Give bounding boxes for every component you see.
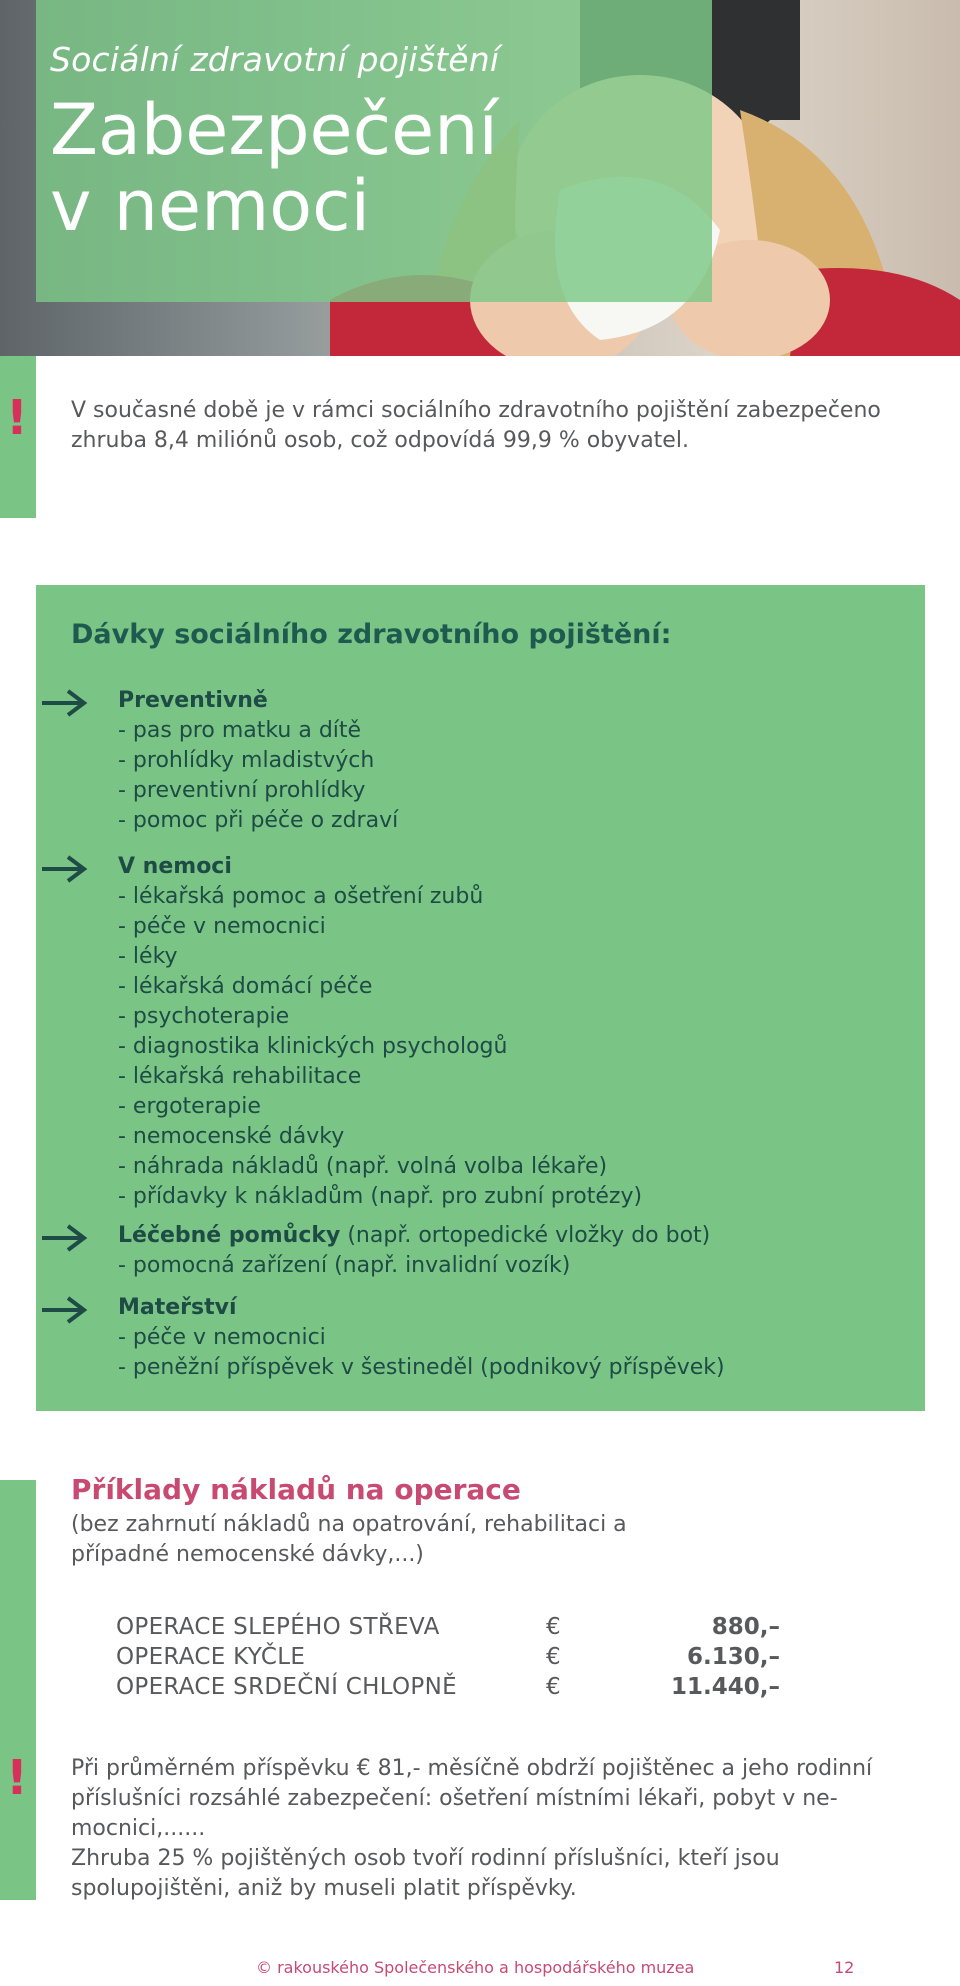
costs-subtitle: (bez zahrnutí nákladů na opatrování, reh… — [71, 1510, 671, 1570]
benefit-item: - přídavky k nákladům (např. pro zubní p… — [118, 1184, 643, 1209]
exclamation-icon: ! — [6, 390, 28, 446]
note-line: spolupojištěni, aniž by museli platit př… — [71, 1876, 577, 1901]
cost-value: 880,– — [711, 1614, 780, 1640]
benefit-item: - léky — [118, 944, 178, 969]
page-title-line-2: v nemoci — [50, 165, 371, 247]
cost-currency: € — [546, 1614, 561, 1640]
benefit-item: - peněžní příspěvek v šestineděl (podnik… — [118, 1355, 725, 1380]
note-line: mocnici,...... — [71, 1816, 206, 1841]
benefit-item: - prohlídky mladistvých — [118, 748, 375, 773]
page-title-line-1: Zabezpečení — [50, 89, 498, 171]
arrow-right-icon — [42, 1224, 88, 1252]
cost-currency: € — [546, 1644, 561, 1670]
benefit-item: - nemocenské dávky — [118, 1124, 345, 1149]
note-line: příslušníci rozsáhlé zabezpečení: ošetře… — [71, 1786, 838, 1811]
benefit-item: - péče v nemocnici — [118, 1325, 326, 1350]
cost-value: 6.130,– — [687, 1644, 780, 1670]
costs-bar — [0, 1480, 36, 1900]
cost-name: OPERACE SRDEČNÍ CHLOPNĚ — [116, 1674, 457, 1700]
cost-currency: € — [546, 1674, 561, 1700]
benefit-heading: V nemoci — [118, 854, 232, 879]
arrow-right-icon — [42, 689, 88, 717]
note-line: Při průměrném příspěvku € 81,- měsíčně o… — [71, 1756, 873, 1781]
benefit-item: - diagnostika klinických psychologů — [118, 1034, 508, 1059]
benefit-list: Mateřství - péče v nemocnici - peněžní p… — [118, 1293, 725, 1383]
benefit-item: - psychoterapie — [118, 1004, 290, 1029]
hero-banner: Sociální zdravotní pojištění Zabezpečení… — [0, 0, 960, 356]
note-line: V současné době je v rámci sociálního zd… — [71, 398, 881, 423]
arrow-right-icon — [42, 855, 88, 883]
benefit-item: - pomocná zařízení (např. invalidní vozí… — [118, 1253, 571, 1278]
exclamation-icon: ! — [6, 1750, 28, 1806]
note-text: V současné době je v rámci sociálního zd… — [71, 396, 881, 456]
benefit-list: V nemoci - lékařská pomoc a ošetření zub… — [118, 852, 642, 1212]
benefit-item: - pas pro matku a dítě — [118, 718, 362, 743]
benefit-heading: Preventivně — [118, 688, 268, 713]
benefits-title: Dávky sociálního zdravotního pojištění: — [71, 619, 672, 650]
benefit-item: - preventivní prohlídky — [118, 778, 366, 803]
footer-copyright: © rakouského Společenského a hospodářské… — [256, 1958, 695, 1977]
page-subtitle: Sociální zdravotní pojištění — [50, 40, 500, 79]
benefit-item: - lékařská pomoc a ošetření zubů — [118, 884, 484, 909]
cost-name: OPERACE KYČLE — [116, 1644, 306, 1670]
costs-subtitle-line: (bez zahrnutí nákladů na opatrování, reh… — [71, 1512, 627, 1537]
benefit-heading-line: Léčebné pomůcky (např. ortopedické vložk… — [118, 1221, 710, 1251]
benefit-heading: Mateřství — [118, 1295, 237, 1320]
cost-name: OPERACE SLEPÉHO STŘEVA — [116, 1614, 440, 1640]
arrow-right-icon — [42, 1296, 88, 1324]
benefit-list: Preventivně - pas pro matku a dítě - pro… — [118, 686, 398, 836]
benefit-item: - péče v nemocnici — [118, 914, 326, 939]
page-title: Zabezpečení v nemoci — [50, 92, 498, 244]
note-line: zhruba 8,4 miliónů osob, což odpovídá 99… — [71, 428, 689, 453]
benefit-item: - ergoterapie — [118, 1094, 261, 1119]
benefit-item: - náhrada nákladů (např. volná volba lék… — [118, 1154, 608, 1179]
note-bar — [0, 356, 36, 518]
benefits-box: Dávky sociálního zdravotního pojištění: … — [36, 585, 925, 1411]
costs-title: Příklady nákladů na operace — [71, 1473, 521, 1506]
benefit-list: Léčebné pomůcky (např. ortopedické vložk… — [118, 1221, 710, 1281]
note-line: Zhruba 25 % pojištěných osob tvoří rodin… — [71, 1846, 780, 1871]
benefit-heading: Léčebné pomůcky — [118, 1223, 341, 1248]
cost-value: 11.440,– — [671, 1674, 780, 1700]
page-number: 12 — [834, 1958, 855, 1977]
benefit-item: - pomoc při péče o zdraví — [118, 808, 399, 833]
title-box — [36, 0, 712, 302]
benefit-item: - lékařská domácí péče — [118, 974, 373, 999]
benefit-item: - lékařská rehabilitace — [118, 1064, 362, 1089]
costs-subtitle-line: případné nemocenské dávky,...) — [71, 1542, 424, 1567]
note-text: Při průměrném příspěvku € 81,- měsíčně o… — [71, 1754, 911, 1904]
benefit-heading-note: (např. ortopedické vložky do bot) — [340, 1223, 711, 1248]
